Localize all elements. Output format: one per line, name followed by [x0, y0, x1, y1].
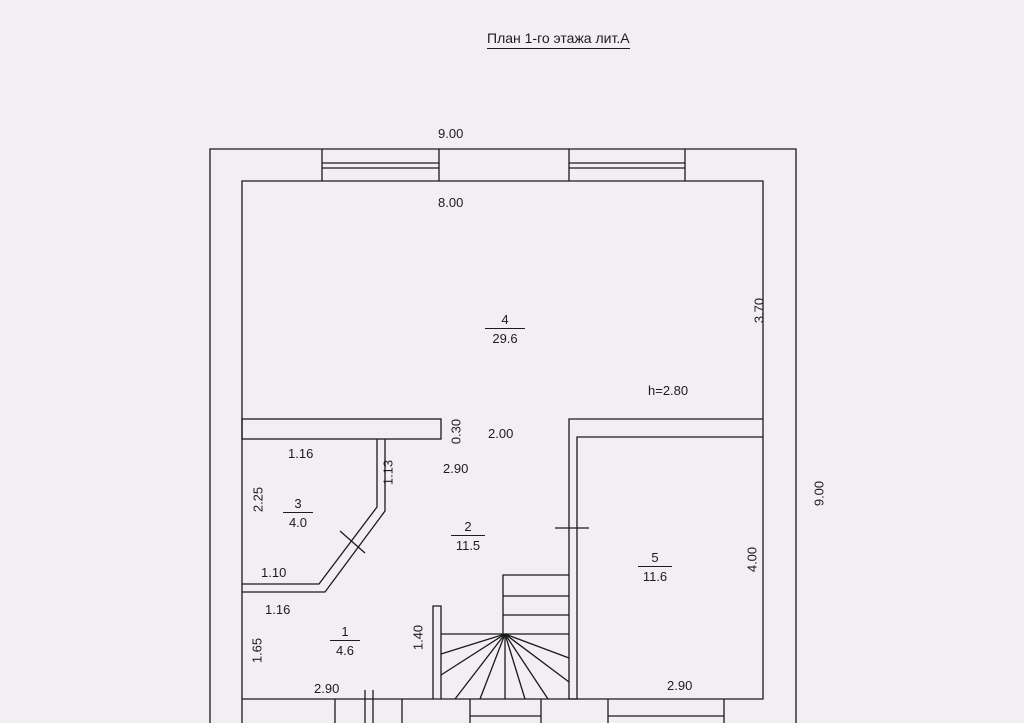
ceiling-height-label: h=2.80 [648, 383, 689, 398]
room-label-5: 5 11.6 [638, 551, 672, 583]
dim-stair-height: 1.40 [410, 624, 426, 651]
room-area: 29.6 [492, 331, 518, 346]
inner-wall [241, 180, 764, 723]
room-label-2: 2 11.5 [451, 520, 485, 552]
window-top-right [568, 149, 686, 181]
room-area: 4.6 [335, 643, 355, 658]
room3-wall-inner [242, 439, 386, 593]
dim-partition-thickness: 0.30 [448, 418, 464, 445]
partition-right [568, 418, 763, 700]
dim-room4-width: 8.00 [438, 195, 464, 210]
dim-hall-width: 2.90 [443, 461, 469, 476]
staircase [432, 574, 570, 700]
room-label-3: 3 4.0 [283, 497, 313, 529]
dim-room3-bottom: 1.10 [261, 565, 287, 580]
plan-title: План 1-го этажа лит.А [487, 30, 630, 50]
room3-wall-outer [242, 439, 378, 585]
room-label-1: 1 4.6 [330, 625, 360, 657]
room-number: 5 [638, 551, 672, 567]
window-top-left [321, 149, 440, 181]
room-area: 4.0 [288, 515, 308, 530]
room-number: 1 [330, 625, 360, 641]
door-mark-room3 [339, 530, 366, 554]
room-number: 3 [283, 497, 313, 513]
dim-room4-height: 3.70 [751, 297, 767, 324]
outer-wall [209, 148, 797, 723]
dim-room3-height: 2.25 [250, 486, 266, 513]
dim-room3-top: 1.16 [288, 446, 314, 461]
room-number: 4 [485, 313, 525, 329]
room-area: 11.6 [642, 569, 668, 584]
dim-room1-top: 1.16 [265, 602, 291, 617]
partition-left [241, 418, 442, 440]
dim-outer-width: 9.00 [438, 126, 464, 141]
dim-room3-side: 1.13 [380, 459, 396, 486]
dim-room5-height: 4.00 [744, 546, 760, 573]
room-area: 11.5 [455, 538, 481, 553]
room-number: 2 [451, 520, 485, 536]
room-label-4: 4 29.6 [485, 313, 525, 345]
dim-room1-bottom: 2.90 [314, 681, 340, 696]
dim-opening-width: 2.00 [488, 426, 514, 441]
dim-outer-height: 9.00 [811, 480, 827, 507]
bottom-openings [334, 690, 725, 723]
dim-room5-bottom: 2.90 [667, 678, 693, 693]
dim-room1-height: 1.65 [249, 637, 265, 664]
